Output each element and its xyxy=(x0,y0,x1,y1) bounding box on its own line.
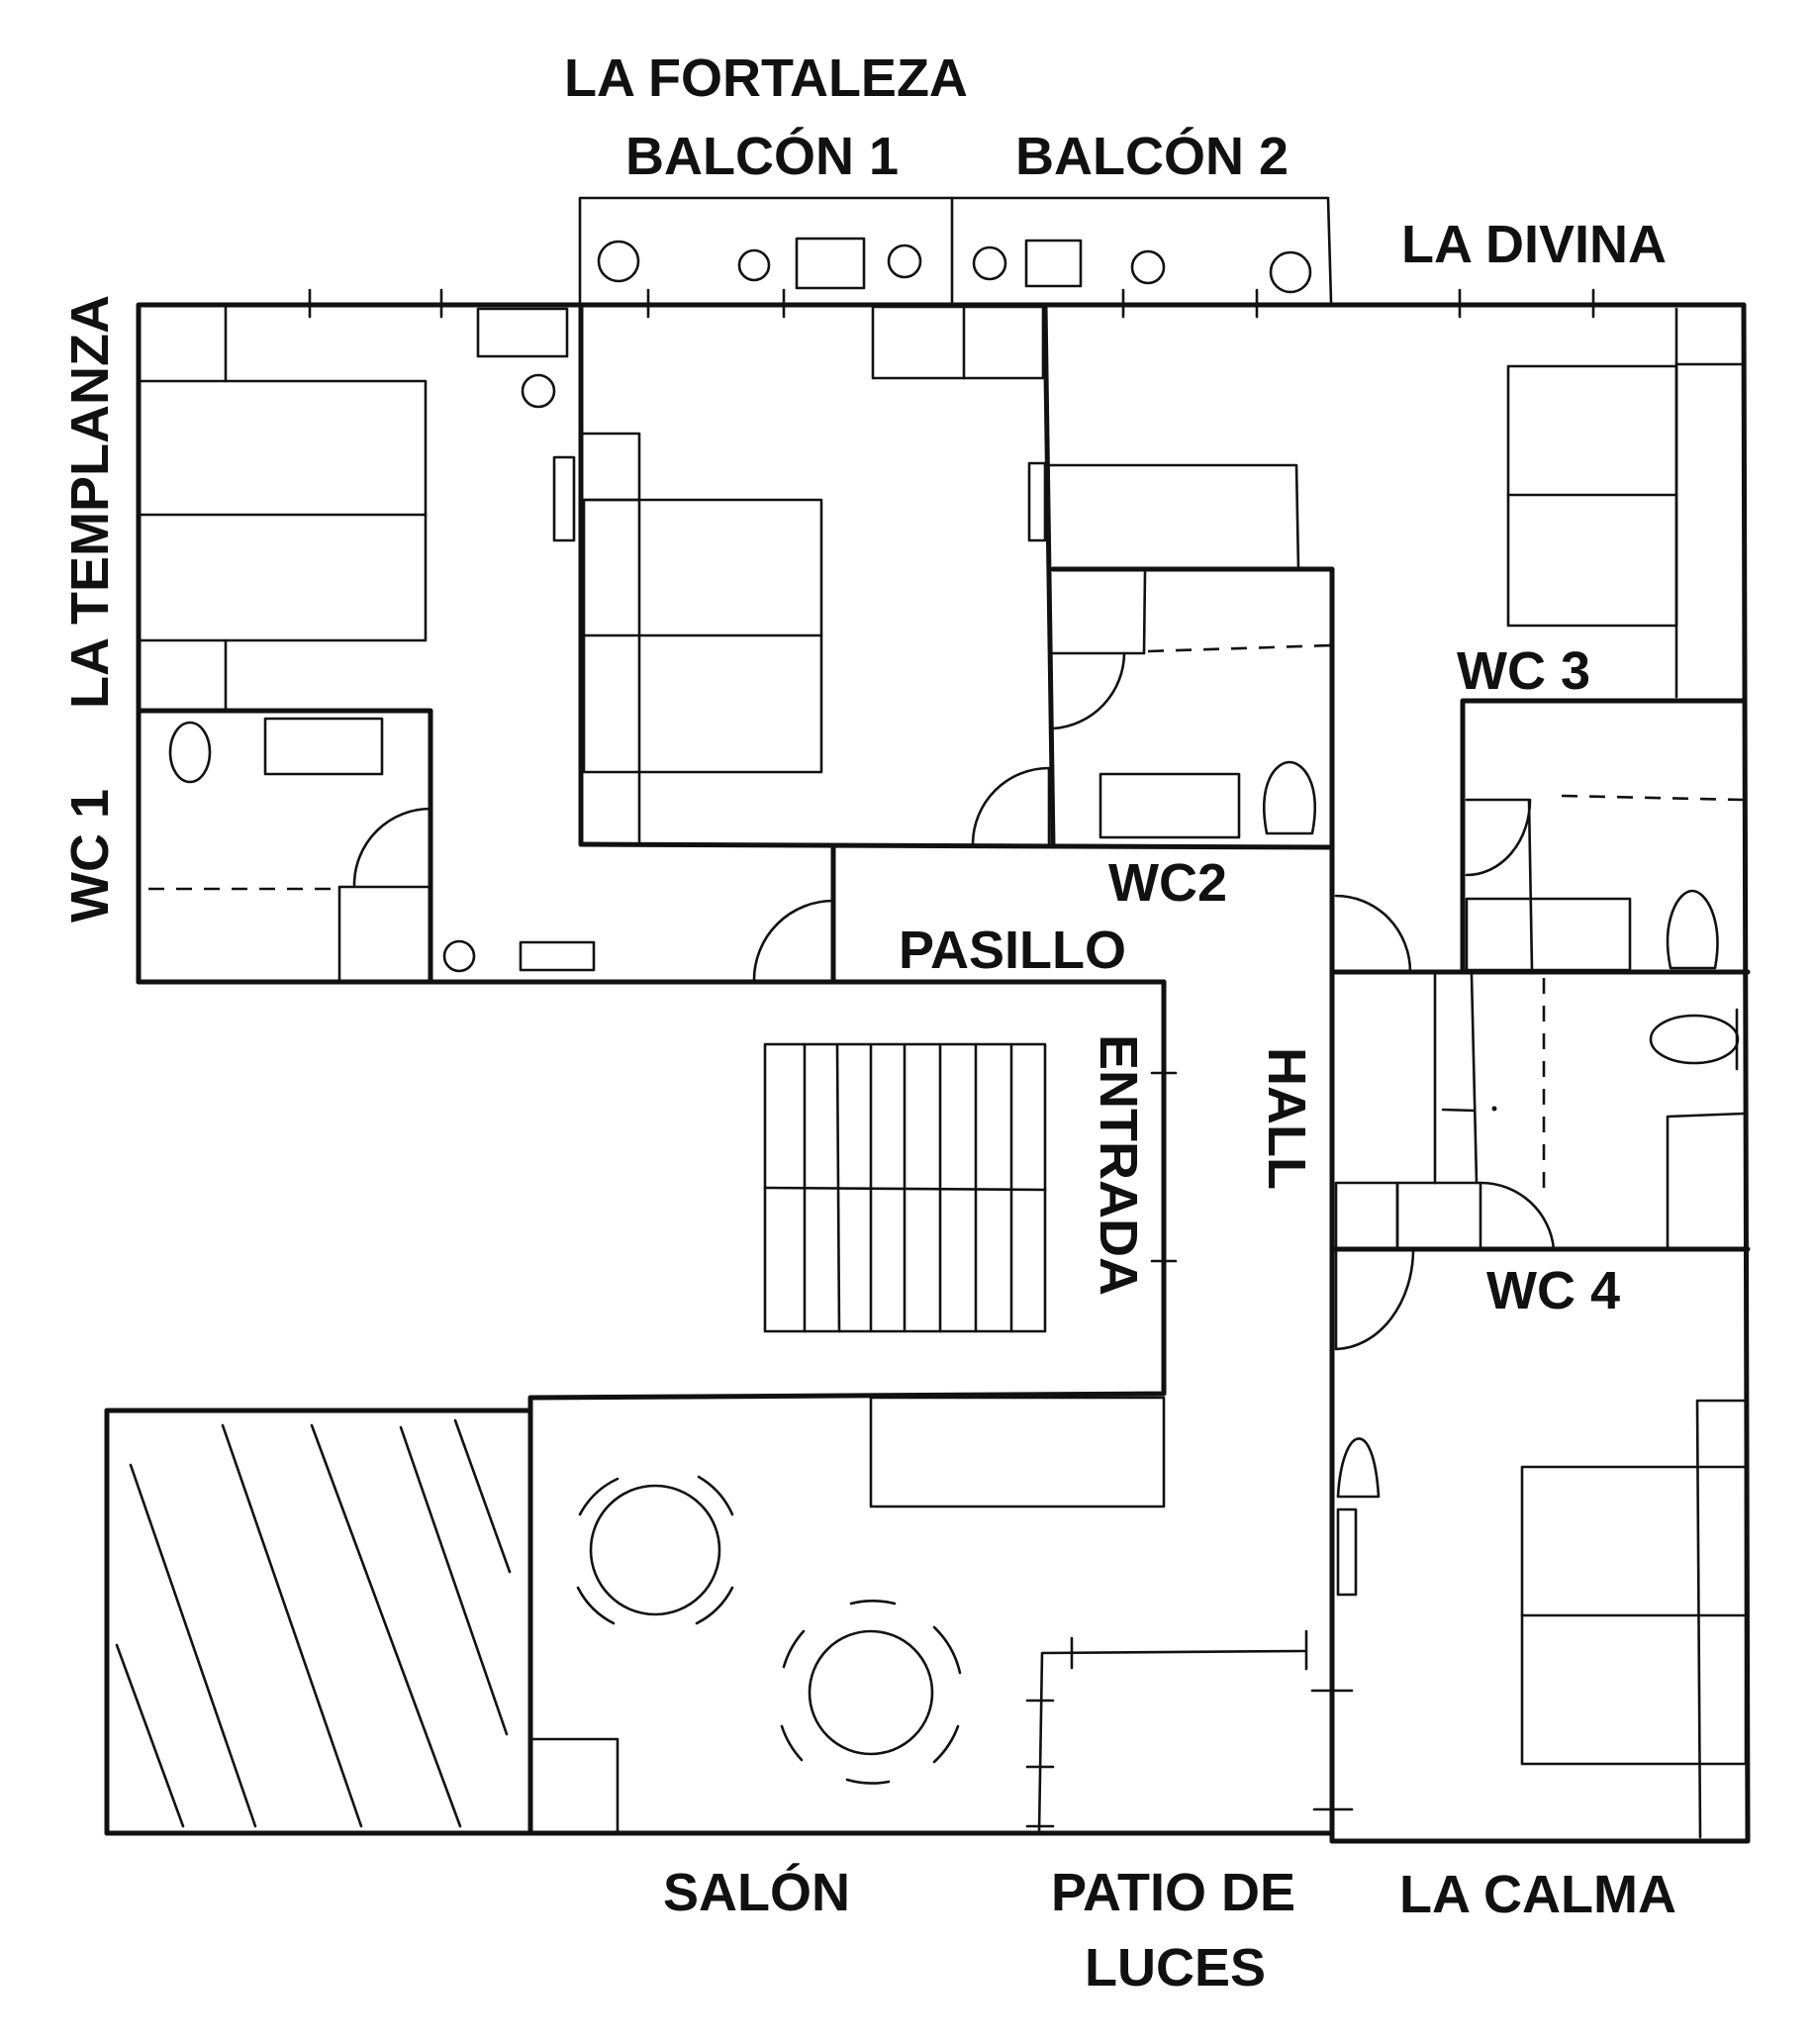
patio-de-luces xyxy=(1025,1629,1354,1835)
bed xyxy=(137,379,428,642)
room-la-calma xyxy=(1336,1399,1748,1839)
room-wc-3 xyxy=(1329,698,1751,975)
label-hall: HALL xyxy=(1257,1047,1316,1190)
toilet xyxy=(1649,1014,1740,1065)
dining-table-2 xyxy=(780,1600,962,1785)
room-wc-1 xyxy=(136,708,433,985)
dining-table-1 xyxy=(576,1475,734,1625)
toilet xyxy=(1263,760,1316,835)
room-la-divina xyxy=(1506,307,1746,699)
bathtub xyxy=(1465,897,1632,972)
label-entrada: ENTRADA xyxy=(1089,1034,1148,1296)
room-la-templanza xyxy=(136,302,1167,985)
label-wc-1: WC 1 xyxy=(60,789,120,923)
balcony-2 xyxy=(950,196,1333,304)
balcony-1 xyxy=(578,196,954,307)
toilet xyxy=(1666,889,1719,970)
label-la-templanza: LA TEMPLANZA xyxy=(60,295,120,709)
label-balcon-2: BALCÓN 2 xyxy=(1015,127,1289,186)
room-wc-2 xyxy=(1047,463,1335,850)
label-wc-2: WC2 xyxy=(1108,853,1227,913)
label-wc-3: WC 3 xyxy=(1457,641,1590,701)
label-balcon-1: BALCÓN 1 xyxy=(625,127,899,186)
toilet xyxy=(168,721,212,784)
label-la-divina: LA DIVINA xyxy=(1401,215,1667,274)
sink xyxy=(263,717,384,776)
label-la-calma: LA CALMA xyxy=(1399,1865,1676,1924)
sofa xyxy=(869,1396,1166,1509)
room-wc-4 xyxy=(1329,973,1751,1351)
room-labels: LA FORTALEZA BALCÓN 1 BALCÓN 2 LA DIVINA… xyxy=(60,49,1676,1997)
outer-walls xyxy=(104,288,1751,1844)
label-la-fortaleza: LA FORTALEZA xyxy=(564,49,968,108)
room-salon xyxy=(528,1396,1166,1835)
label-pasillo: PASILLO xyxy=(899,921,1126,980)
label-wc-4: WC 4 xyxy=(1486,1261,1620,1320)
label-salon: SALÓN xyxy=(663,1863,850,1922)
bathtub xyxy=(1099,772,1241,839)
room-la-fortaleza xyxy=(578,302,1335,850)
terrace-hatched xyxy=(115,1418,512,1828)
label-patio-line1: PATIO DE xyxy=(1051,1863,1295,1922)
label-patio-line2: LUCES xyxy=(1085,1938,1266,1997)
